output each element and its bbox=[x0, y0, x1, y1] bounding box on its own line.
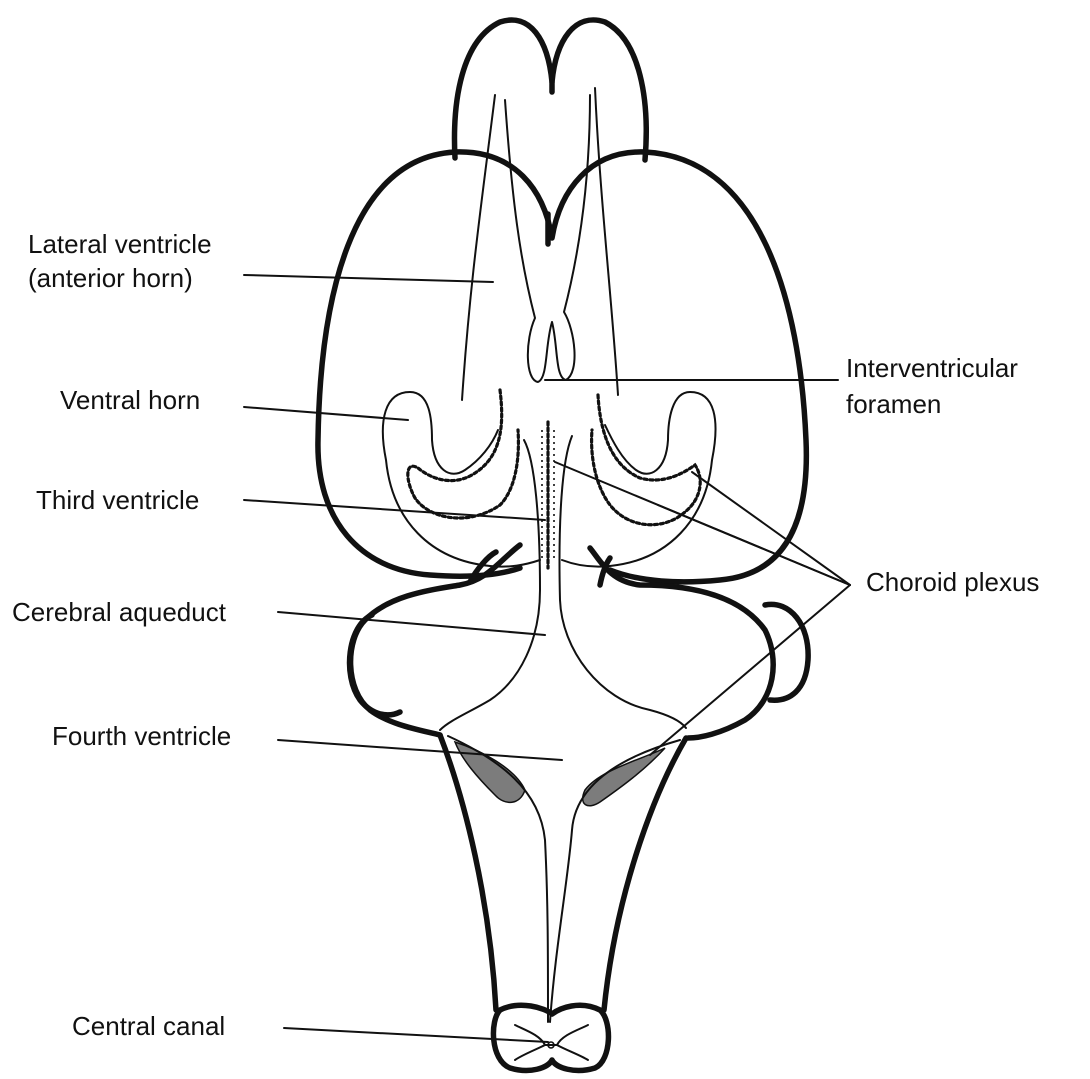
label-lateral-ventricle-line2: (anterior horn) bbox=[28, 262, 193, 294]
choroid-plexus-left bbox=[408, 390, 519, 518]
lateral-ventricle-anterior-horns bbox=[462, 88, 618, 400]
leader-choroid-4 bbox=[650, 585, 850, 755]
flocculus-left bbox=[350, 615, 400, 715]
leader-fourth-ventricle bbox=[278, 740, 562, 760]
label-lateral-ventricle-line1: Lateral ventricle bbox=[28, 228, 212, 260]
leader-lateral-ventricle bbox=[244, 275, 493, 282]
label-central-canal: Central canal bbox=[72, 1010, 225, 1042]
cerebral-hemispheres bbox=[318, 152, 806, 582]
choroid-plexus-fourth-right bbox=[583, 748, 665, 806]
choroid-plexus-right bbox=[592, 395, 701, 525]
label-third-ventricle: Third ventricle bbox=[36, 484, 199, 516]
label-choroid-plexus: Choroid plexus bbox=[866, 566, 1039, 598]
spinal-cord-cross-section bbox=[493, 1005, 608, 1070]
leader-central-canal bbox=[284, 1028, 548, 1042]
label-ventral-horn: Ventral horn bbox=[60, 384, 200, 416]
choroid-plexus-fourth-left bbox=[455, 742, 525, 802]
label-interventricular-line2: foramen bbox=[846, 388, 941, 420]
label-fourth-ventricle: Fourth ventricle bbox=[52, 720, 231, 752]
label-cerebral-aqueduct: Cerebral aqueduct bbox=[12, 596, 226, 628]
leader-cerebral-aqueduct bbox=[278, 612, 545, 635]
leader-ventral-horn bbox=[244, 407, 408, 420]
label-interventricular-line1: Interventricular bbox=[846, 352, 1018, 384]
ventral-horn-right bbox=[562, 392, 716, 567]
